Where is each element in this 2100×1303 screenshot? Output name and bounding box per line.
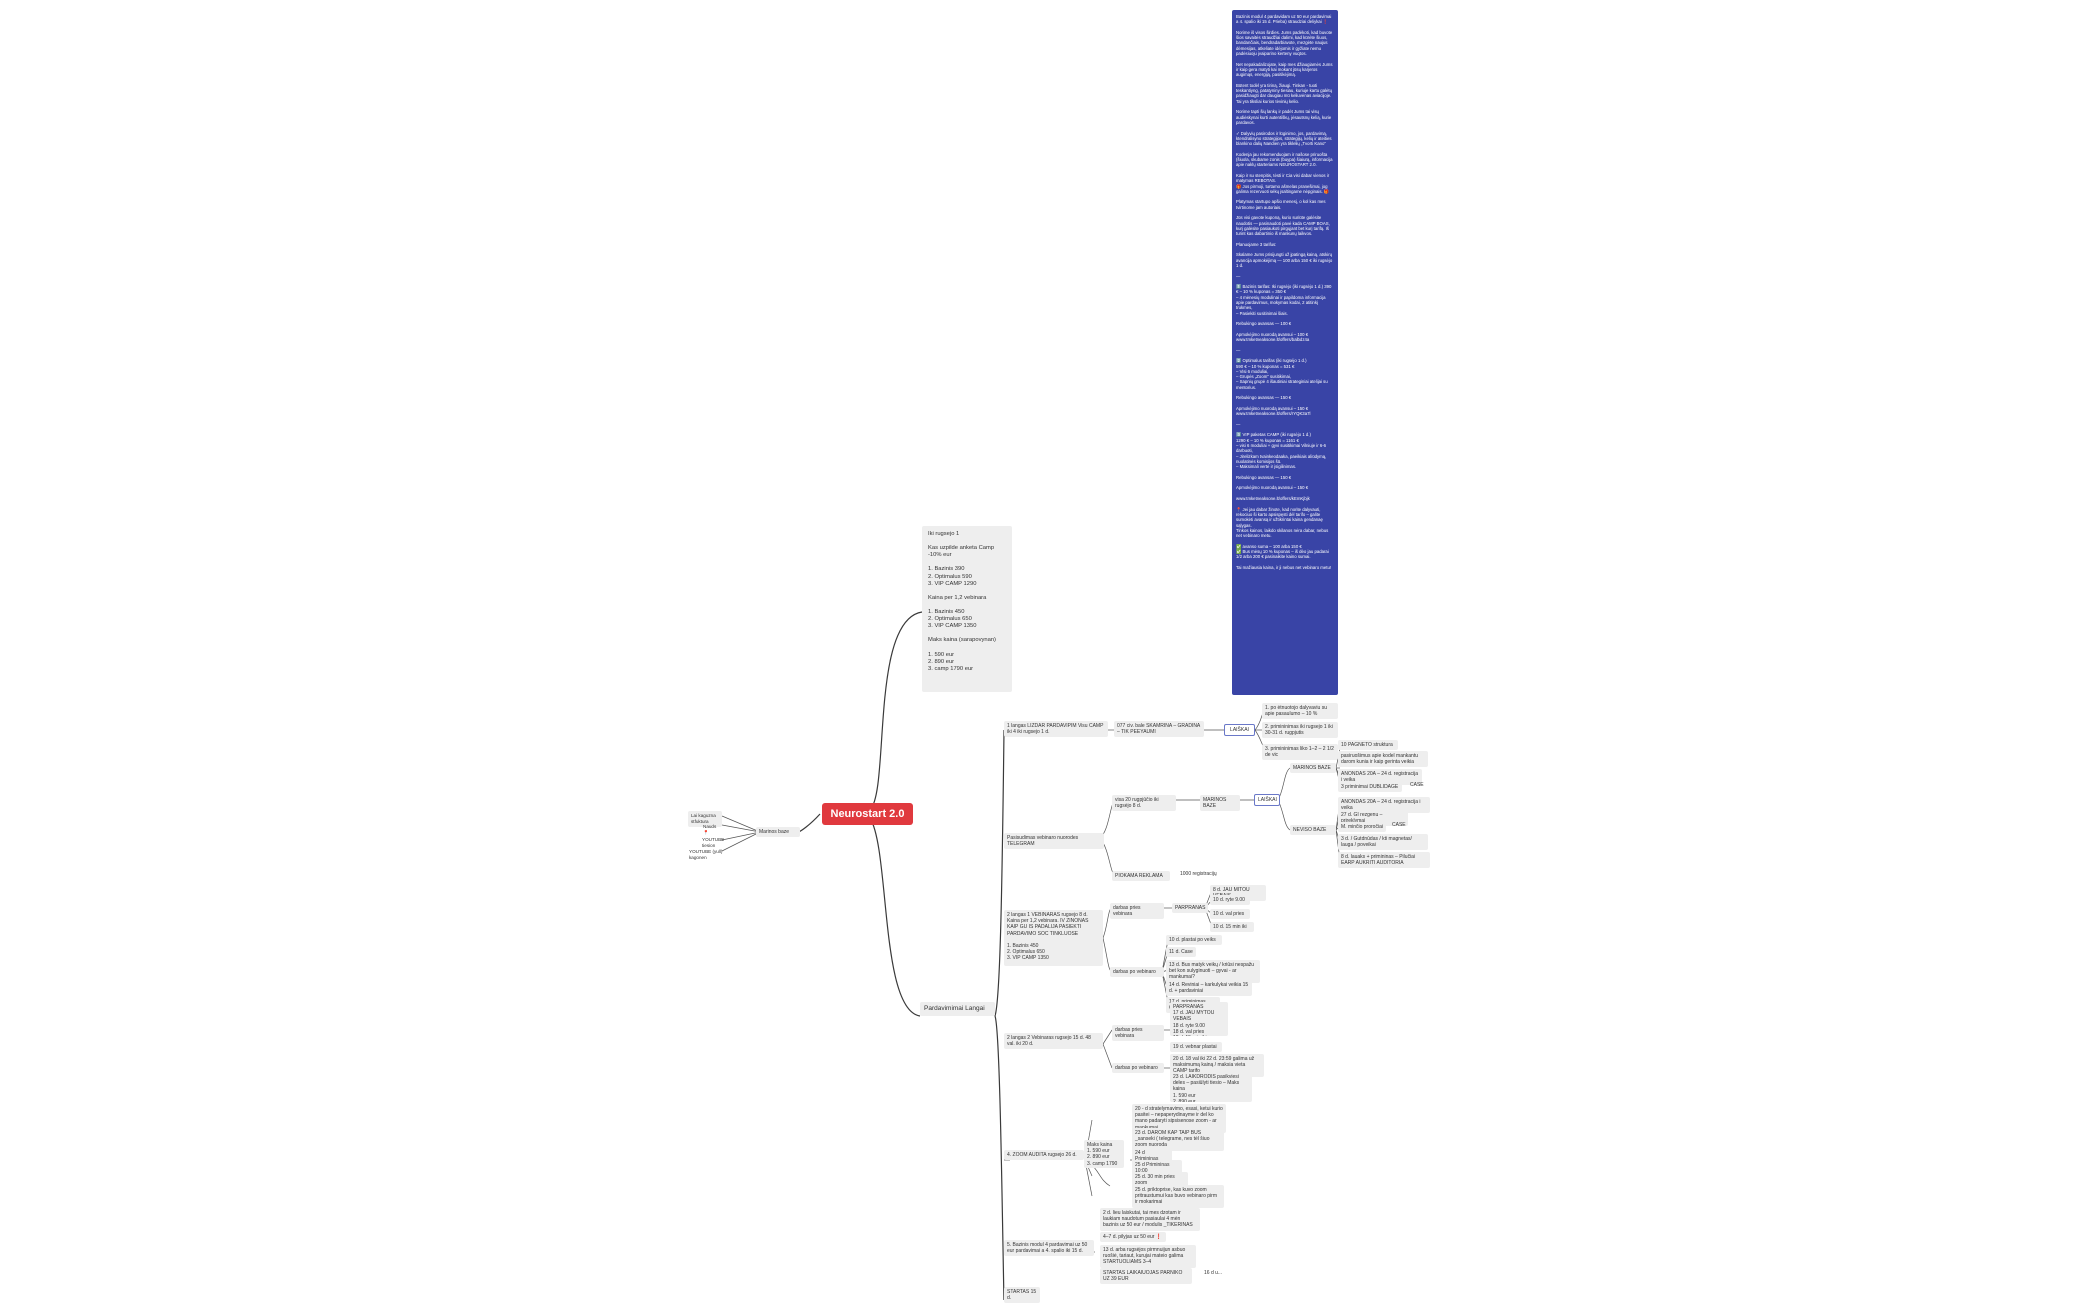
stage-1-item-2[interactable]: 2. primininimas iki rugsejo 1 iki 30-31 … xyxy=(1262,722,1338,739)
left-leaf-3[interactable]: YOUTUBE tiesion xyxy=(702,837,725,849)
left-leaf-4[interactable]: YOUTUBE (yull) kagonen xyxy=(689,849,723,861)
stage-3-before-3[interactable]: 10 d. val pries xyxy=(1210,909,1250,920)
stage-6-item-1[interactable]: 2 d. lieu laiskutai, tai mes dzotam ir l… xyxy=(1100,1208,1200,1231)
neviso-item-1[interactable]: ANONDAS 20A – 24 d. registracija i veika xyxy=(1338,797,1430,814)
stage-3-before-2[interactable]: 10 d. ryte 9.00 xyxy=(1210,895,1250,906)
stage-5-item-5[interactable]: 25 d. 30 min pries zoom xyxy=(1132,1172,1188,1189)
marinos-case: CASE xyxy=(1410,782,1424,788)
marinos-item-3[interactable]: ANONDAS 20A – 24 d. registracija i veika xyxy=(1338,769,1422,786)
stage-4-before[interactable]: darbas pries vebinara xyxy=(1112,1025,1164,1042)
stage-3-after-4[interactable]: 14 d. Reviniai – karkulykai veikia 15 d.… xyxy=(1166,980,1252,997)
stage-4[interactable]: 2 langas 2 Vebinaras rugsejo 15 d. 48 va… xyxy=(1004,1033,1103,1050)
reklama-node[interactable]: PIOKAMA REKLAMA xyxy=(1112,871,1170,882)
stage-5-item-6[interactable]: 25 d. priktoprise, kas kuvo zoom pritrau… xyxy=(1132,1185,1224,1208)
stage-3-before[interactable]: darbas pries vebinara xyxy=(1110,903,1164,920)
neviso-item-3[interactable]: M. minčio proročiai xyxy=(1338,822,1386,833)
price-note[interactable]: Iki rugsejo 1 Kas uzpilde anketa Camp -1… xyxy=(922,526,1012,692)
stage-3-after-1[interactable]: 10 d. plastai po veiks xyxy=(1166,935,1222,946)
reklama-value: 1000 registracijų xyxy=(1180,871,1217,877)
announcement-note[interactable]: Bazinis modul 4 pardavidam uz 50 eur par… xyxy=(1232,10,1338,695)
stage-1-mid[interactable]: 077 civ. bale SKAMRINA – GRADINA – TIK P… xyxy=(1114,721,1204,738)
stage-3-after-2[interactable]: 11 d. Case xyxy=(1166,947,1196,958)
neviso-baze-sub[interactable]: NEVISO BAZE xyxy=(1290,825,1336,836)
neviso-item-5[interactable]: 3 d. / Gutdnūdas / kti magnetas/ lauga /… xyxy=(1338,834,1428,851)
left-leaf-2[interactable]: Nauds 📍 xyxy=(703,824,717,836)
neviso-item-6[interactable]: 8 d. lauaks + primininas – Pilučiai EARP… xyxy=(1338,852,1430,869)
left-leaf-1[interactable]: Lai kaguzna stfuktura xyxy=(688,811,722,828)
stage-5[interactable]: 4. ZOOM AUDITA rugsejo 26 d. xyxy=(1004,1150,1084,1161)
stage-3-after[interactable]: darbas po vebinaro xyxy=(1110,967,1164,978)
stage-7[interactable]: STARTAS 15 d. xyxy=(1004,1287,1040,1303)
stage-1-item-3[interactable]: 3. primininimas liko 1–2 – 2 1/2 de vic xyxy=(1262,744,1338,761)
stage-1-item-1[interactable]: 1. po ėtnuotojo dalyvaviu su apie pasaul… xyxy=(1262,703,1338,720)
stage-2-laiskai[interactable]: LAIŠKAI xyxy=(1254,794,1280,807)
stage-2[interactable]: Pasisudimas vebinaro nuorodes TELEGRAM xyxy=(1004,833,1104,850)
neviso-case: CASE xyxy=(1392,822,1406,828)
marinos-baze-node[interactable]: Marinos baze xyxy=(756,827,800,838)
stage-2-mid2[interactable]: MARINOS BAZE xyxy=(1200,795,1240,812)
marinos-item-2[interactable]: pasiruošimus apie kodel mankantu darom k… xyxy=(1338,751,1428,768)
stage-1-laiskai[interactable]: LAIŠKAI xyxy=(1224,724,1255,737)
root-node[interactable]: Neurostart 2.0 xyxy=(822,803,913,825)
stage-4-after[interactable]: darbas po vebinaro xyxy=(1112,1063,1164,1074)
sales-windows-node[interactable]: Pardavimimai Langai xyxy=(920,1002,995,1016)
stage-4-after-2[interactable]: 20 d. 18 val iki 22 d. 23:59 galima už m… xyxy=(1170,1054,1264,1077)
stage-6-right: 16 d u... xyxy=(1204,1270,1223,1276)
stage-6-item-4[interactable]: STARTAS LAIKAIUOJAS PARNIKO UZ 39 EUR xyxy=(1100,1268,1192,1285)
stage-3-after-3[interactable]: 13 d. Bus matyk veikų / kriūsi nespažu b… xyxy=(1166,960,1260,983)
stage-6-item-3[interactable]: 13 d. arba rugsėjos pirmnuijun asbuo ruo… xyxy=(1100,1245,1196,1268)
stage-6-item-2[interactable]: 4–7 d. pilyjas uz 50 eur ❗ xyxy=(1100,1232,1166,1243)
stage-4-parpranas[interactable]: PARPRANAS 17 d. JAU MYTOU VEBAIS 18 d. r… xyxy=(1170,1002,1228,1036)
stage-6[interactable]: 5. Bazinis modul 4 pardavimai uz 50 eur … xyxy=(1004,1240,1094,1257)
stage-4-after-1[interactable]: 19 d. vebnar plastai xyxy=(1170,1042,1222,1053)
marinos-item-4[interactable]: 3 priminimai DUBLIDAGE xyxy=(1338,782,1402,793)
marinos-item-1[interactable]: 10 PAGNETO struktura xyxy=(1338,740,1398,751)
stage-5-maks[interactable]: Maks kaina 1. 590 eur 2. 890 eur 3. camp… xyxy=(1084,1140,1124,1168)
stage-3[interactable]: 2 langas 1 VEBINARAS rugsejo 8 d. Kaina … xyxy=(1004,910,1103,966)
stage-3-before-4[interactable]: 10 d. 15 min iki xyxy=(1210,922,1254,933)
marinos-baze-sub[interactable]: MARINOS BAZE xyxy=(1290,763,1336,774)
stage-3-parpranas[interactable]: PARPRANAS xyxy=(1172,903,1208,914)
stage-4-after-3[interactable]: 23 d. LAIKDRODIS pasikviesi deles – pasi… xyxy=(1170,1072,1252,1102)
stage-2-mid[interactable]: visa 20 rugpjūčio iki rugsėjo 8 d. xyxy=(1112,795,1176,812)
stage-1[interactable]: 1 langas LIZDAR PARDAVIPIM Visu CAMP iki… xyxy=(1004,721,1108,738)
stage-5-item-2[interactable]: 23 d. DAROM KAP TAIP BUS _sanseki ( tele… xyxy=(1132,1128,1224,1151)
